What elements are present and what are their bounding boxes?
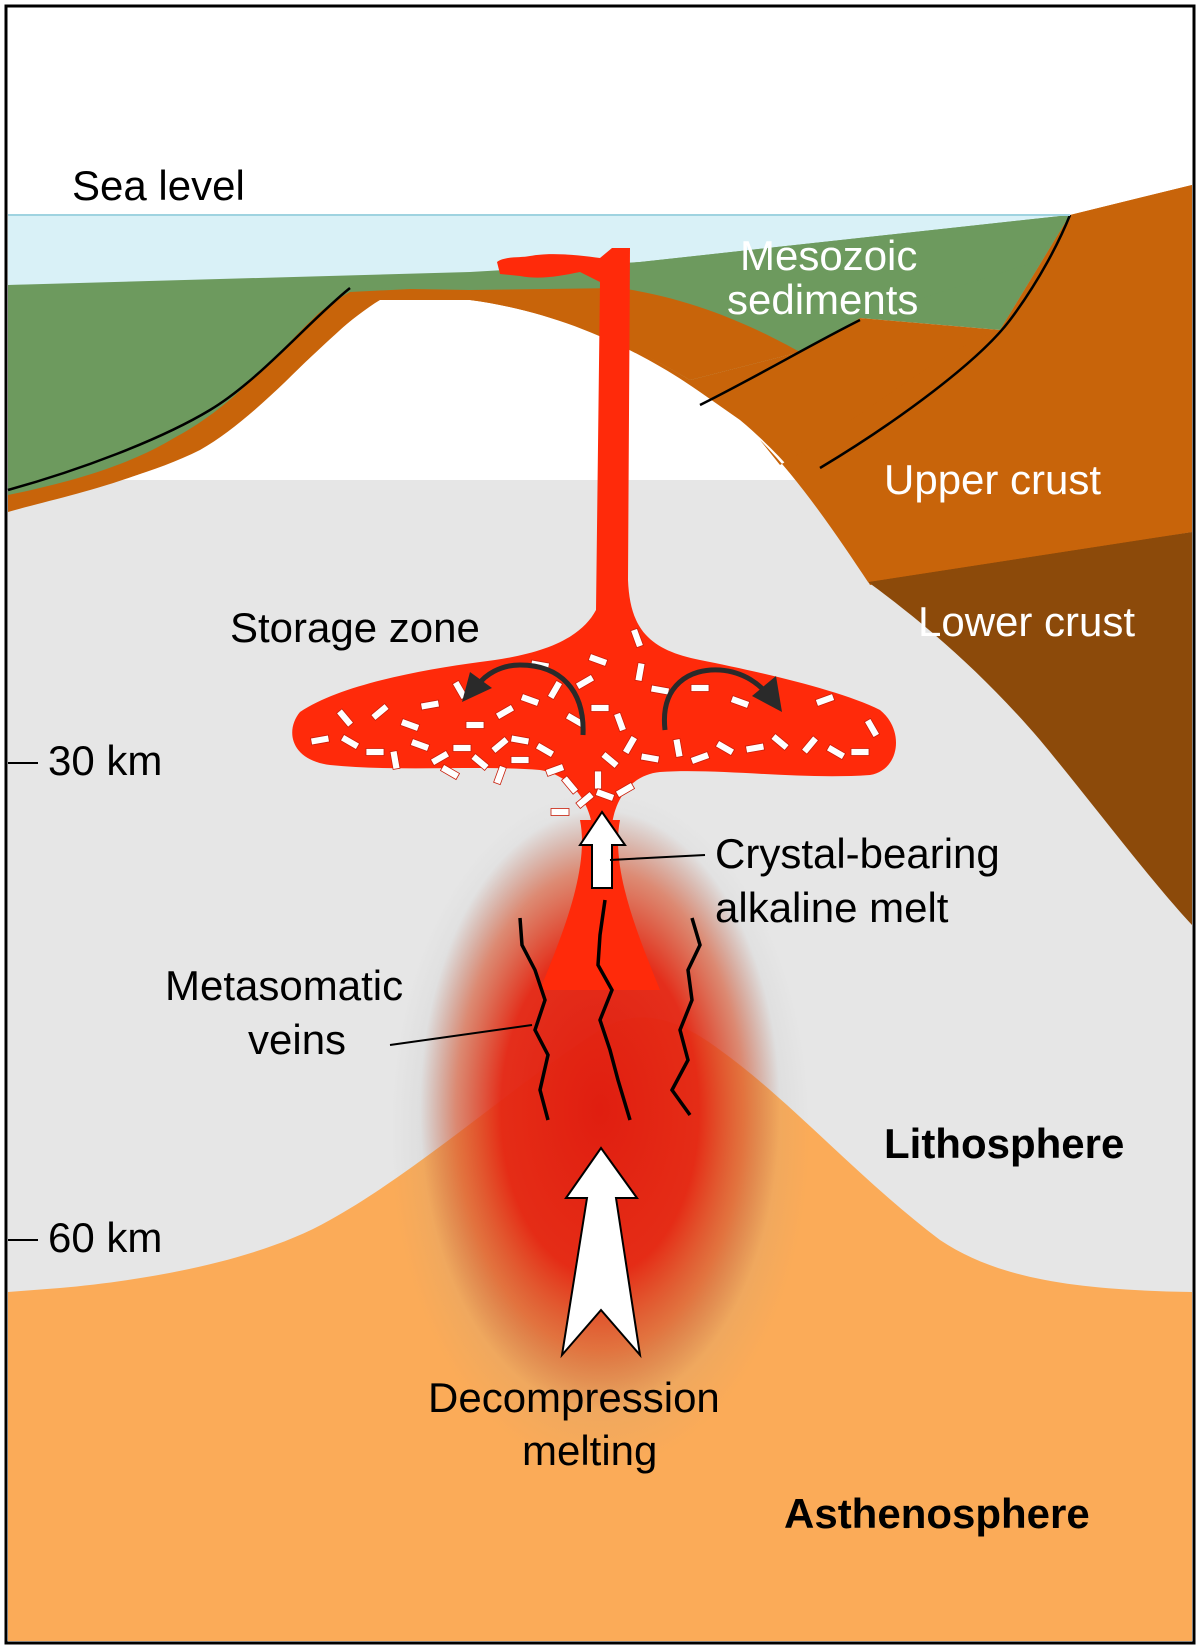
crystal bbox=[420, 699, 440, 711]
storage-zone-label: Storage zone bbox=[230, 604, 480, 651]
crystal bbox=[594, 770, 602, 790]
crystal bbox=[310, 734, 330, 746]
crystal bbox=[613, 711, 627, 733]
crystal bbox=[365, 748, 385, 756]
crystal bbox=[399, 718, 421, 732]
crystal bbox=[470, 752, 490, 772]
veins-leader-line bbox=[389, 1024, 533, 1046]
crystal bbox=[729, 695, 751, 709]
arrow-left-head bbox=[462, 672, 492, 702]
crystal bbox=[672, 738, 684, 758]
crystal bbox=[560, 775, 580, 795]
crystal bbox=[546, 679, 564, 701]
melt-label-line1: Crystal-bearing bbox=[715, 830, 1000, 877]
crystal bbox=[634, 662, 646, 682]
melt-label-line2: alkaline melt bbox=[715, 884, 949, 931]
arrow-right-head bbox=[752, 676, 782, 712]
decompression-label-line1: Decompression bbox=[428, 1374, 720, 1421]
lower-crust-label: Lower crust bbox=[918, 598, 1135, 645]
crystal bbox=[490, 735, 510, 755]
large-up-arrow bbox=[560, 1146, 642, 1359]
metasomatic-veins bbox=[518, 899, 702, 1121]
crystal bbox=[370, 702, 390, 722]
crystal bbox=[690, 684, 710, 692]
crystal bbox=[770, 732, 790, 752]
crystal bbox=[800, 735, 820, 755]
crystal bbox=[510, 756, 530, 764]
upper-crust-right bbox=[760, 185, 1192, 582]
crust-sliver bbox=[8, 285, 840, 512]
crystal bbox=[863, 717, 881, 739]
lithosphere-label: Lithosphere bbox=[884, 1120, 1124, 1167]
crystal bbox=[534, 741, 556, 759]
magma-storage-zone bbox=[292, 248, 897, 825]
lower-crust-layer bbox=[868, 532, 1192, 925]
crystal bbox=[452, 744, 472, 752]
crystal bbox=[621, 734, 639, 756]
mesozoic-sediments-top bbox=[8, 215, 1070, 490]
crystal bbox=[389, 750, 401, 770]
crystal bbox=[814, 693, 836, 707]
crystal bbox=[465, 721, 485, 729]
frame bbox=[4, 4, 1196, 1645]
crystal bbox=[745, 742, 765, 754]
circulation-arrow-left bbox=[475, 662, 586, 736]
crystal bbox=[850, 748, 870, 756]
crystal bbox=[519, 693, 541, 707]
melt-leader-line bbox=[609, 854, 706, 861]
crystal bbox=[439, 763, 461, 781]
decompression-label-line2: melting bbox=[522, 1427, 657, 1474]
crystals bbox=[310, 627, 881, 816]
crystal bbox=[575, 790, 595, 810]
crystal bbox=[544, 763, 566, 777]
crystal bbox=[409, 738, 431, 752]
fault-lines bbox=[7, 214, 1072, 492]
crystal bbox=[493, 764, 507, 786]
veins-label-line1: Metasomatic bbox=[165, 962, 403, 1009]
mesozoic-label-line2: sediments bbox=[727, 276, 918, 323]
small-up-arrow bbox=[578, 810, 627, 889]
depth-60-label: 60 km bbox=[48, 1214, 162, 1261]
crystal bbox=[825, 743, 847, 761]
crystal bbox=[689, 751, 711, 765]
mesozoic-label-line1: Mesozoic bbox=[740, 232, 917, 279]
crystal bbox=[339, 733, 361, 751]
sea-level-label: Sea level bbox=[72, 162, 245, 209]
circulation-arrow-right bbox=[661, 667, 770, 731]
crystal bbox=[494, 703, 516, 721]
circulation-arrows bbox=[475, 662, 770, 736]
depth-30-label: 30 km bbox=[48, 737, 162, 784]
crystal bbox=[574, 673, 596, 691]
crystal bbox=[587, 653, 609, 667]
crystal bbox=[510, 734, 530, 746]
crystal bbox=[429, 749, 451, 767]
crystal bbox=[550, 808, 570, 816]
asthenosphere-label: Asthenosphere bbox=[784, 1490, 1090, 1537]
melt-feeder bbox=[540, 820, 660, 990]
crystal bbox=[614, 781, 636, 799]
crystal bbox=[640, 752, 660, 764]
crystal bbox=[594, 788, 616, 802]
crystal bbox=[630, 627, 644, 649]
crystal bbox=[714, 739, 736, 757]
melt-glow bbox=[420, 810, 780, 1410]
crystal bbox=[335, 708, 355, 728]
crystal bbox=[600, 750, 620, 770]
veins-label-line2: veins bbox=[248, 1016, 346, 1063]
upper-crust-label: Upper crust bbox=[884, 456, 1101, 503]
crystal bbox=[590, 704, 610, 712]
